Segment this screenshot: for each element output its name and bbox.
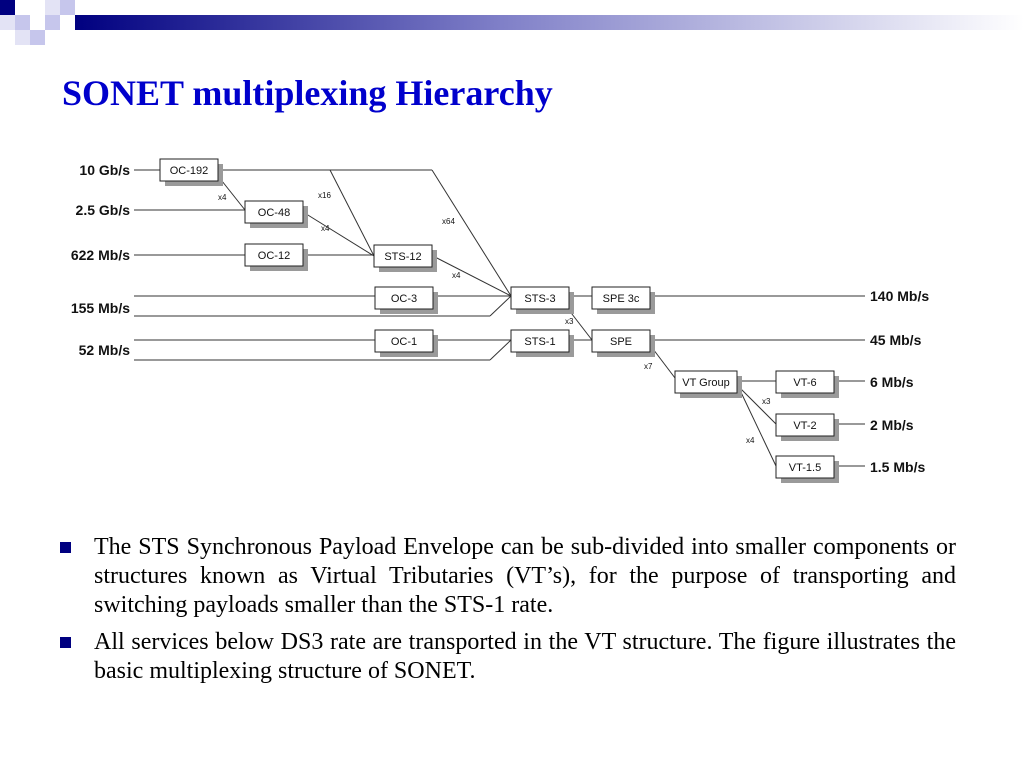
multiplier-label: x4 — [321, 224, 330, 233]
box-vt-2: VT-2 — [775, 413, 839, 441]
svg-text:OC-192: OC-192 — [170, 165, 209, 177]
box-spe-3c: SPE 3c — [591, 286, 655, 314]
svg-text:VT Group: VT Group — [682, 377, 730, 389]
box-vt-6: VT-6 — [775, 370, 839, 398]
svg-text:VT-6: VT-6 — [793, 377, 816, 389]
svg-text:SPE 3c: SPE 3c — [603, 293, 640, 305]
box-oc-48: OC-48 — [244, 200, 308, 228]
box-sts-1: STS-1 — [510, 329, 574, 357]
multiplier-label: x4 — [218, 193, 227, 202]
svg-text:OC-1: OC-1 — [391, 336, 417, 348]
bullet-item: All services below DS3 rate are transpor… — [56, 628, 956, 686]
svg-text:STS-12: STS-12 — [384, 251, 421, 263]
svg-text:STS-3: STS-3 — [524, 293, 555, 305]
output-rate-2m: 2 Mb/s — [870, 417, 914, 433]
bullet-text: The STS Synchronous Payload Envelope can… — [94, 534, 956, 618]
multiplier-label: x3 — [565, 317, 574, 326]
connection-lines — [134, 169, 865, 467]
bullet-list: The STS Synchronous Payload Envelope can… — [56, 533, 956, 694]
square-bullet-icon — [60, 637, 71, 648]
bullet-item: The STS Synchronous Payload Envelope can… — [56, 533, 956, 620]
input-rate-52m: 52 Mb/s — [79, 342, 131, 358]
box-oc-1: OC-1 — [374, 329, 438, 357]
square-bullet-icon — [60, 542, 71, 553]
input-rate-622m: 622 Mb/s — [71, 247, 130, 263]
box-oc-12: OC-12 — [244, 243, 308, 271]
box-vt-1-5: VT-1.5 — [775, 455, 839, 483]
multiplier-label: x16 — [318, 191, 331, 200]
page-title: SONET multiplexing Hierarchy — [62, 73, 553, 113]
bullet-text: All services below DS3 rate are transpor… — [94, 629, 956, 684]
output-rate-6m: 6 Mb/s — [870, 374, 914, 390]
box-sts-3: STS-3 — [510, 286, 574, 314]
box-vt-group: VT Group — [674, 370, 742, 398]
svg-text:OC-12: OC-12 — [258, 250, 290, 262]
output-rate-140m: 140 Mb/s — [870, 288, 929, 304]
multiplier-label: x7 — [644, 362, 653, 371]
box-oc-192: OC-192 — [159, 158, 223, 186]
input-rate-10g: 10 Gb/s — [79, 162, 130, 178]
svg-text:OC-3: OC-3 — [391, 293, 417, 305]
svg-text:VT-2: VT-2 — [793, 420, 816, 432]
output-rate-1-5m: 1.5 Mb/s — [870, 459, 925, 475]
svg-text:VT-1.5: VT-1.5 — [789, 462, 821, 474]
multiplier-label: x4 — [452, 271, 461, 280]
svg-text:OC-48: OC-48 — [258, 207, 290, 219]
svg-text:STS-1: STS-1 — [524, 336, 555, 348]
box-spe: SPE — [591, 329, 655, 357]
svg-text:SPE: SPE — [610, 336, 632, 348]
multiplier-label: x64 — [442, 217, 455, 226]
sonet-hierarchy-diagram: 10 Gb/s 2.5 Gb/s 622 Mb/s 155 Mb/s 52 Mb… — [71, 158, 929, 483]
box-oc-3: OC-3 — [374, 286, 438, 314]
header-decoration — [0, 0, 1024, 45]
output-rate-45m: 45 Mb/s — [870, 332, 922, 348]
multiplier-label: x3 — [762, 397, 771, 406]
input-rate-2-5g: 2.5 Gb/s — [76, 202, 131, 218]
multiplier-label: x4 — [746, 436, 755, 445]
box-sts-12: STS-12 — [373, 244, 437, 272]
input-rate-155m: 155 Mb/s — [71, 300, 130, 316]
